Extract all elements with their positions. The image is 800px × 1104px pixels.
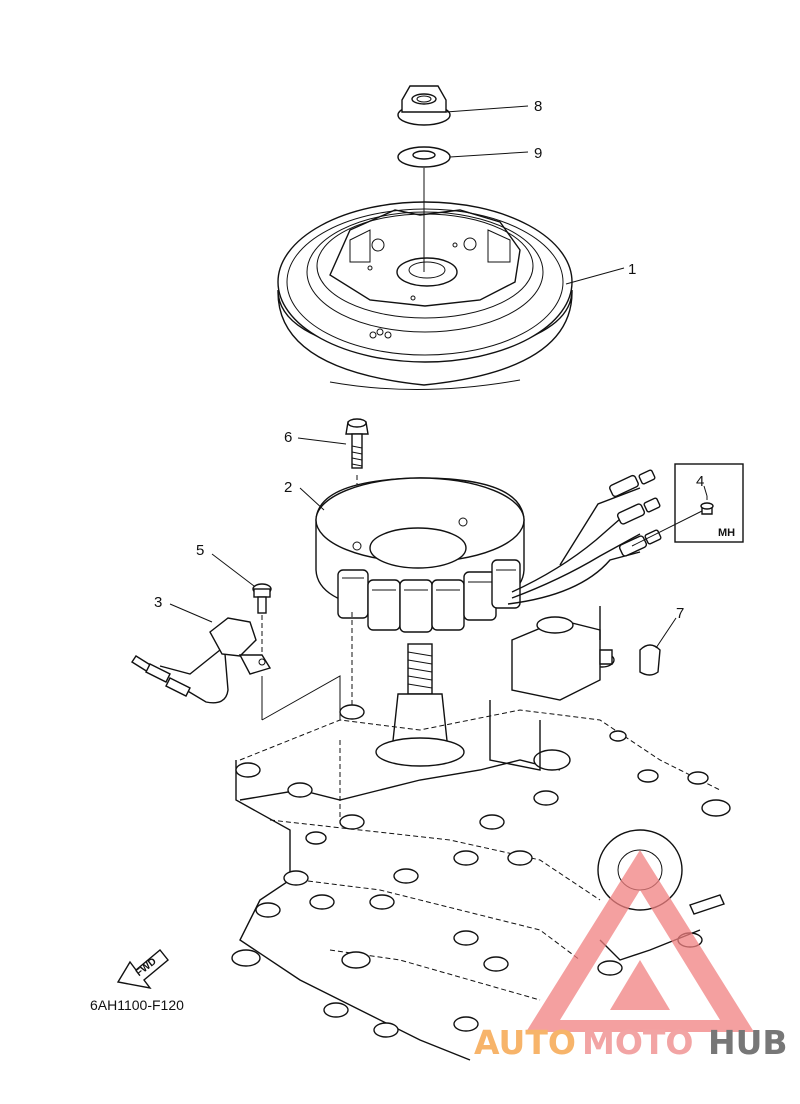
- callout-2: 2: [284, 479, 292, 496]
- washer-part: [397, 146, 451, 168]
- mh-inset-label: MH: [718, 527, 735, 539]
- watermark-hub-text: HUB: [708, 1023, 788, 1062]
- screw-part-5: [252, 583, 272, 614]
- diagram-code: 6AH1100-F120: [90, 997, 184, 1013]
- callout-4: 4: [696, 473, 704, 490]
- callout-8: 8: [534, 98, 542, 115]
- forward-direction-arrow: FWD: [116, 949, 169, 990]
- leader-lines: [169, 105, 708, 649]
- watermark-auto-text: AUTO: [474, 1023, 576, 1062]
- flywheel-part: [277, 201, 573, 390]
- mh-inset-box: [674, 463, 744, 543]
- woodruff-key-part: [639, 644, 661, 676]
- automotohub-watermark: AUTO MOTO HUB: [474, 850, 788, 1062]
- callout-5: 5: [196, 542, 204, 559]
- flange-nut-part: [397, 85, 451, 126]
- watermark-triangle-logo: [526, 850, 754, 1032]
- stator-lead-wires: [507, 469, 662, 605]
- callout-9: 9: [534, 145, 542, 162]
- callout-3: 3: [154, 594, 162, 611]
- callout-7: 7: [676, 605, 684, 622]
- watermark-moto-text: MOTO: [582, 1023, 693, 1062]
- callout-1: 1: [628, 261, 636, 278]
- pulser-coil-part: [131, 617, 272, 704]
- callout-6: 6: [284, 429, 292, 446]
- stator-part: [315, 477, 525, 633]
- bolt-part-6: [345, 418, 369, 469]
